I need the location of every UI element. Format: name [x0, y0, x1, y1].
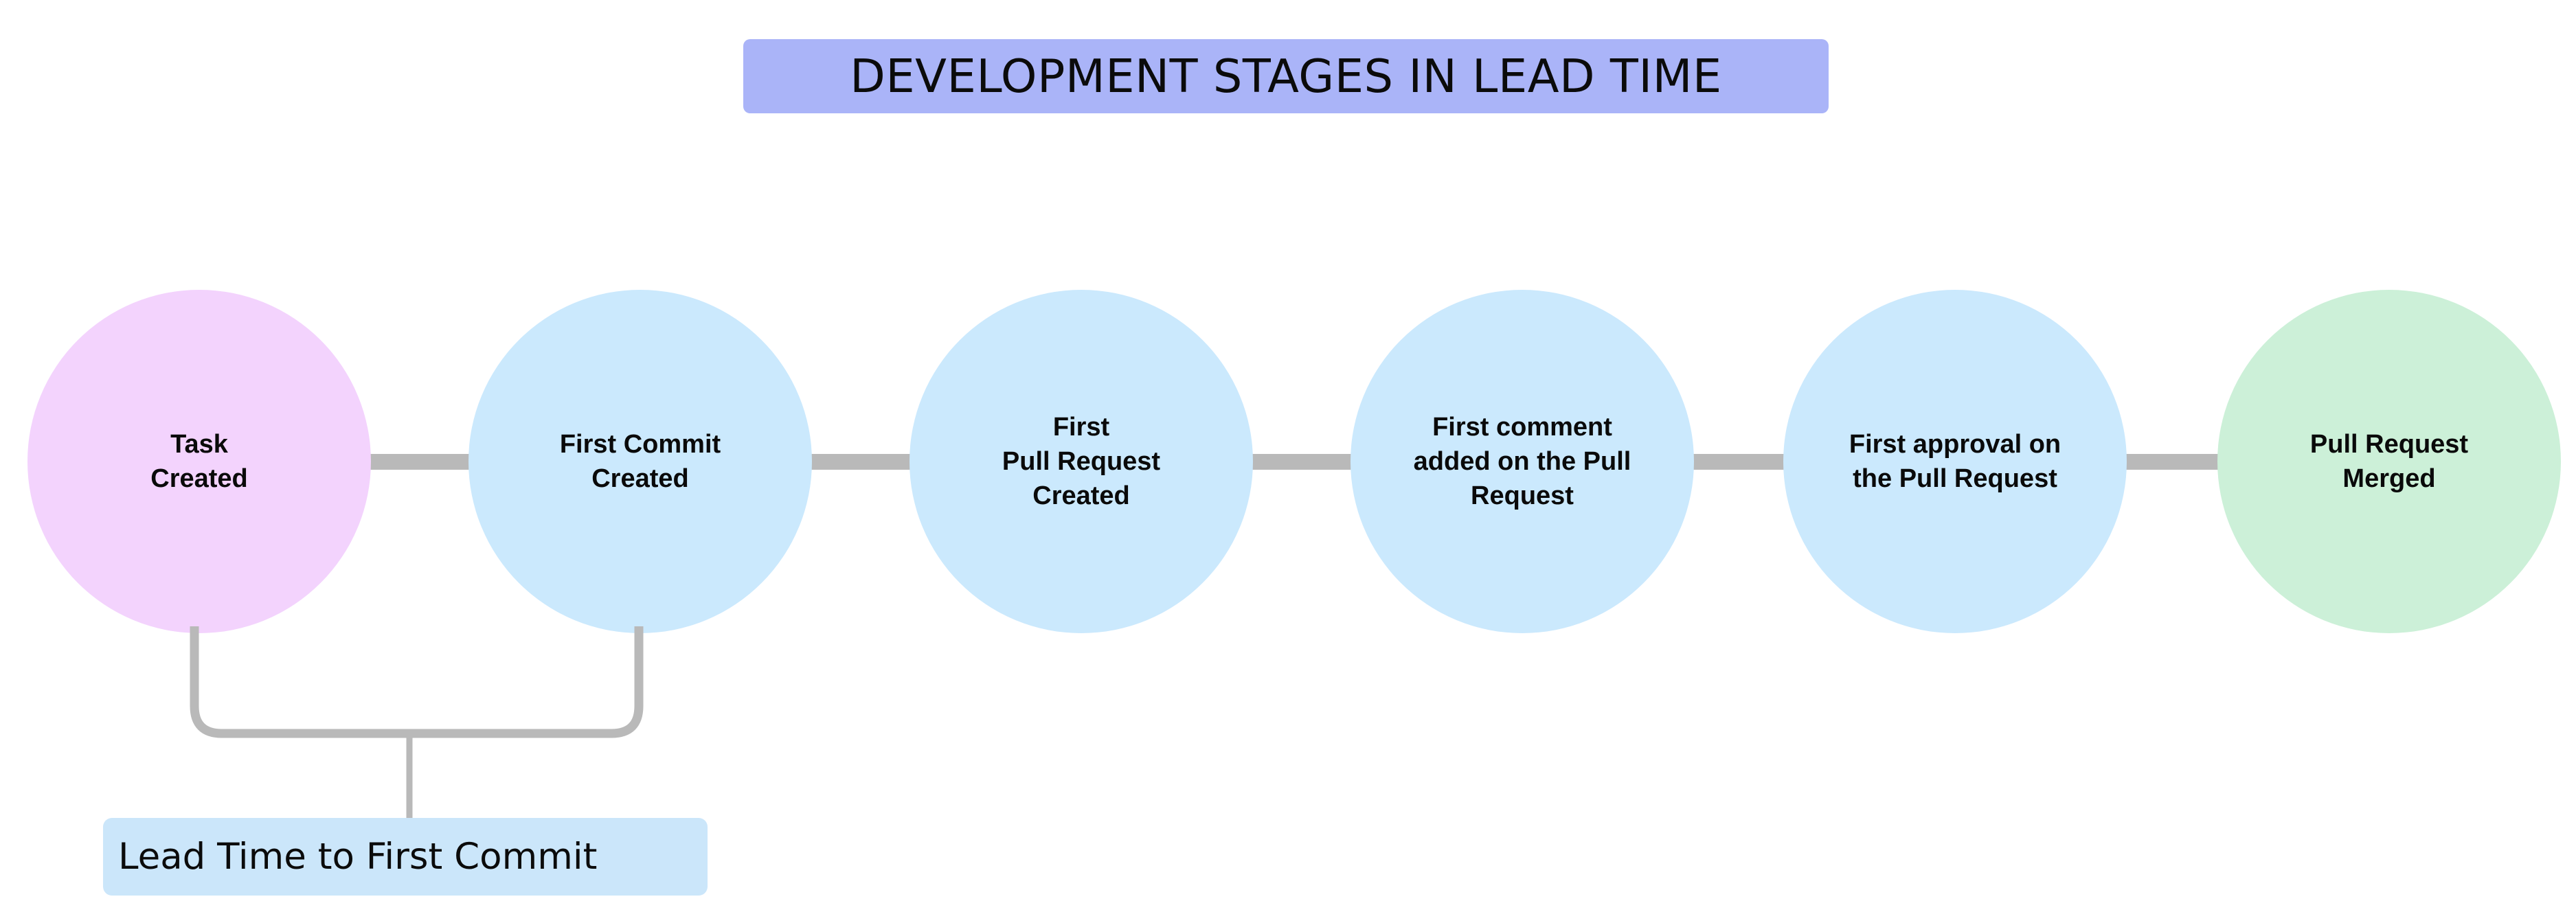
diagram-title-box: DEVELOPMENT STAGES IN LEAD TIME [743, 39, 1829, 113]
stage-first-comment[interactable]: First comment added on the Pull Request [1351, 290, 1694, 633]
stage-task-created[interactable]: Task Created [27, 290, 371, 633]
connector-2-3 [804, 454, 911, 470]
stage-first-commit[interactable]: First Commit Created [468, 290, 812, 633]
connector-1-2 [363, 454, 470, 470]
stage-label: First Pull Request Created [1002, 412, 1161, 511]
stage-pull-request-merged[interactable]: Pull Request Merged [2217, 290, 2561, 633]
connector-5-6 [2116, 454, 2223, 470]
stage-label: Task Created [150, 429, 248, 493]
connector-4-5 [1686, 454, 1793, 470]
stage-label: Pull Request Merged [2309, 429, 2469, 493]
connector-3-4 [1245, 454, 1352, 470]
lead-time-label: Lead Time to First Commit [118, 836, 598, 878]
stage-first-pull-request-created[interactable]: First Pull Request Created [909, 290, 1253, 633]
stage-label: First approval on the Pull Request [1849, 429, 2061, 493]
lead-time-label-box[interactable]: Lead Time to First Commit [103, 818, 708, 896]
stage-first-approval[interactable]: First approval on the Pull Request [1783, 290, 2127, 633]
stage-label: First Commit Created [559, 429, 721, 493]
stage-label: First comment added on the Pull Request [1413, 412, 1631, 511]
page-title: DEVELOPMENT STAGES IN LEAD TIME [850, 49, 1722, 103]
